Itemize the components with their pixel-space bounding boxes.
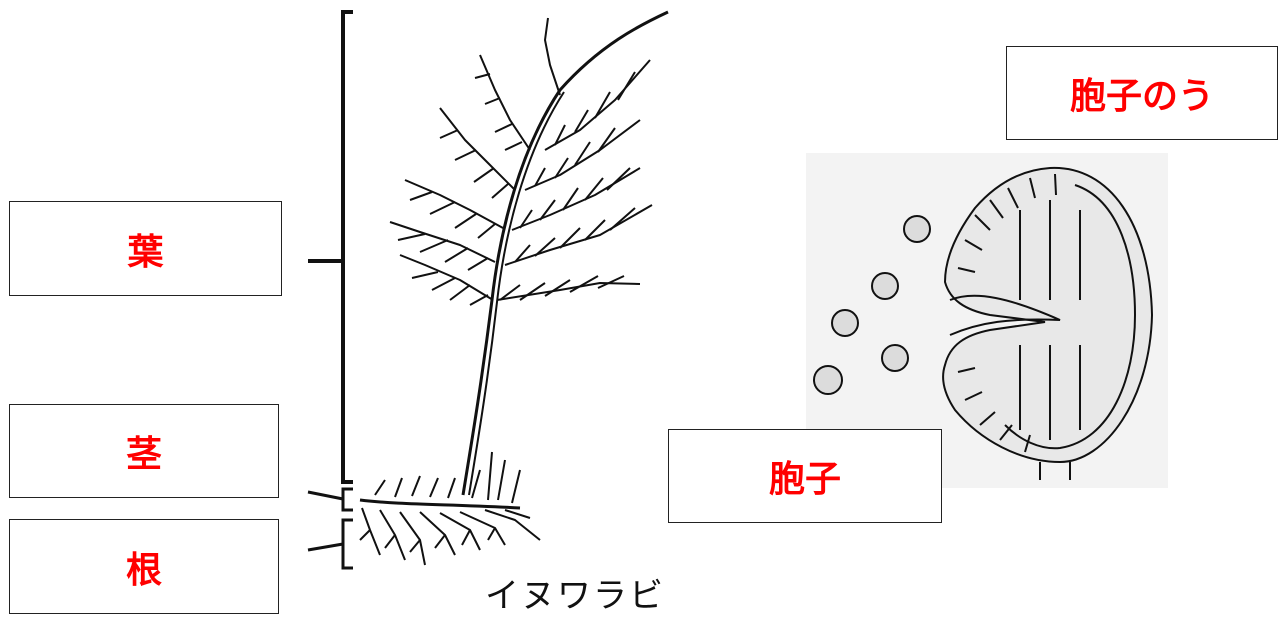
stem-label: 茎 xyxy=(125,434,162,475)
spore-label-box: 胞子 xyxy=(668,429,942,523)
fern-caption: イヌワラビ xyxy=(485,576,665,616)
root-label-box: 根 xyxy=(9,519,279,614)
root-label: 根 xyxy=(125,549,162,591)
sporangium-label: 胞子のう xyxy=(1069,76,1214,117)
spore-label: 胞子 xyxy=(768,459,841,500)
leaf-bracket xyxy=(308,10,353,484)
root-bracket xyxy=(307,518,353,570)
sporangium-label-box: 胞子のう xyxy=(1006,46,1278,140)
stem-label-box: 茎 xyxy=(9,404,279,498)
leaf-label-box: 葉 xyxy=(9,201,282,296)
stem-bracket xyxy=(307,487,353,512)
leaf-label: 葉 xyxy=(127,231,164,273)
fern-plant-illustration xyxy=(359,10,669,566)
